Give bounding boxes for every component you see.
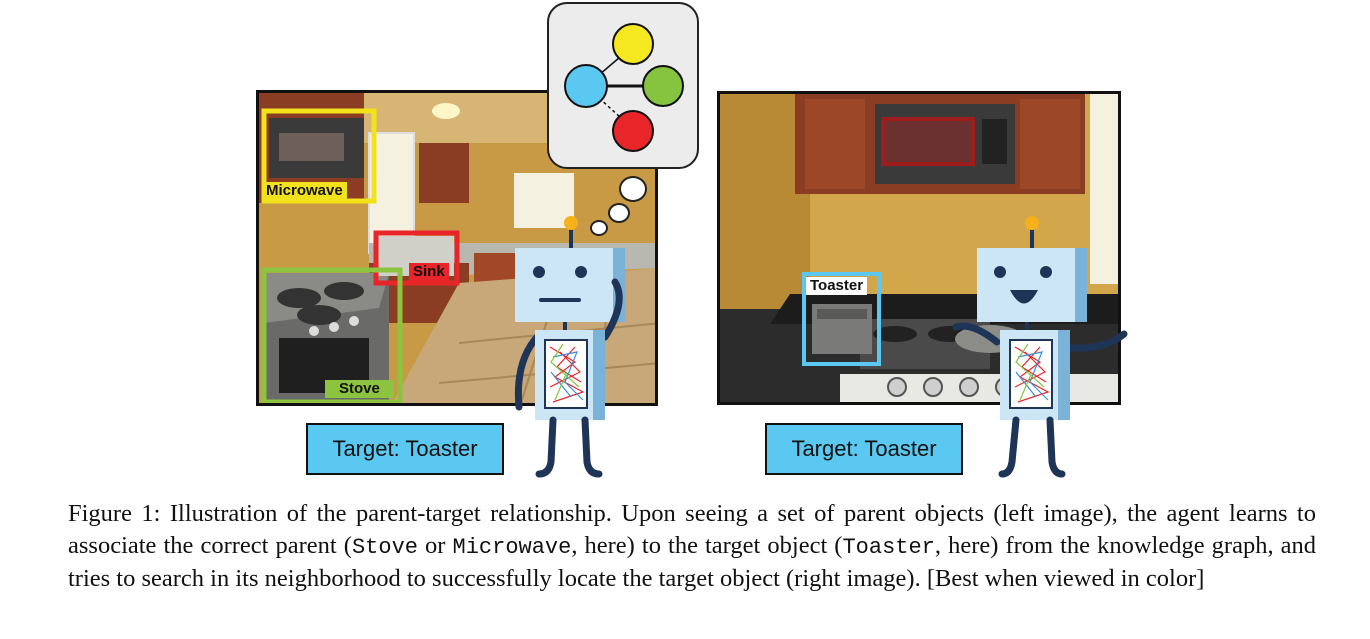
caption-part2: , here) to the target object ( — [571, 531, 843, 559]
graph-node-green — [642, 65, 684, 107]
target-left-box: Target: Toaster — [306, 423, 504, 475]
microwave-label: Microwave — [262, 182, 347, 200]
graph-node-blue — [564, 64, 608, 108]
thought-bubble-dot-large — [619, 176, 647, 202]
robot-right — [952, 216, 1128, 478]
target-right-box: Target: Toaster — [765, 423, 963, 475]
caption-part3: , here) from the knowledge graph, and tr… — [68, 531, 1317, 593]
toaster-label: Toaster — [806, 277, 868, 295]
stove-label: Stove — [325, 380, 394, 398]
knowledge-graph — [564, 23, 684, 152]
figure-caption: Figure 1: Illustration of the parent-tar… — [68, 498, 1316, 595]
caption-microwave: Microwave — [452, 534, 572, 560]
graph-node-yellow — [612, 23, 654, 65]
knowledge-graph-thought-bubble — [547, 2, 699, 169]
thought-bubble-dot-medium — [608, 203, 630, 223]
thought-bubble-dot-small — [590, 220, 608, 236]
caption-part1: Figure 1: Illustration of the parent-tar… — [68, 500, 1316, 559]
caption-toaster: Toaster — [842, 534, 935, 560]
graph-node-red — [612, 110, 654, 152]
robot-left — [514, 216, 625, 478]
caption-or: or — [417, 531, 453, 559]
sink-label: Sink — [409, 263, 449, 281]
caption-stove: Stove — [351, 534, 418, 560]
